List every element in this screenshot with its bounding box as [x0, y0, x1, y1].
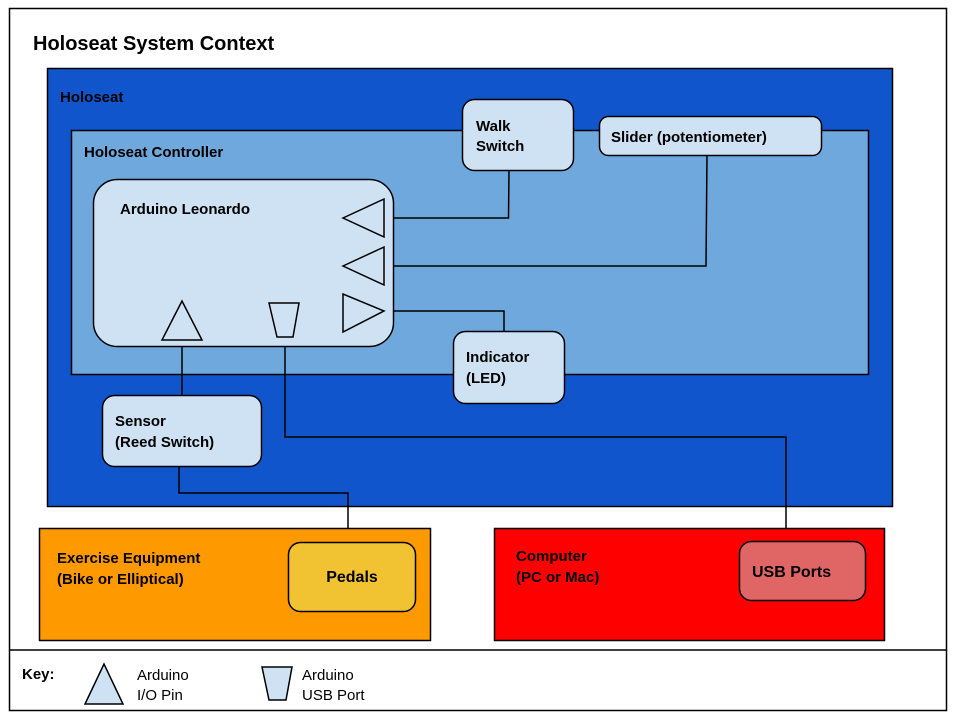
indicator-led[interactable] — [452, 330, 566, 405]
slider-connection — [384, 154, 708, 267]
arduino-pins — [160, 197, 386, 341]
computer-line2: (PC or Mac) — [516, 569, 599, 586]
arduino-label: Arduino Leonardo — [120, 201, 250, 218]
connections — [178, 154, 787, 542]
indicator-line1: Indicator — [466, 349, 530, 366]
io-pin-triangle-icon — [341, 245, 385, 287]
usb-port-trapezoid-icon — [268, 302, 300, 338]
io-pin-triangle-icon — [341, 197, 385, 239]
pedals[interactable] — [287, 541, 417, 613]
arduino-leonardo[interactable] — [92, 178, 395, 348]
walk-switch[interactable] — [461, 98, 575, 172]
controller-label: Holoseat Controller — [84, 144, 223, 161]
slider-label: Slider (potentiometer) — [611, 129, 767, 146]
key-usb-port-line1: Arduino — [302, 667, 354, 684]
walk-switch-line2: Switch — [476, 138, 524, 155]
usb-connection — [284, 337, 787, 541]
key-usb-port-line2: USB Port — [302, 687, 365, 704]
exercise-line2: (Bike or Elliptical) — [57, 571, 184, 588]
key-io-pin-line2: I/O Pin — [137, 687, 183, 704]
io-pin-triangle-icon — [160, 299, 204, 341]
sensor-reed-switch[interactable] — [101, 394, 263, 468]
sensor-line1: Sensor — [115, 413, 166, 430]
holoseat-label: Holoseat — [60, 89, 123, 106]
page-title: Holoseat System Context — [33, 33, 275, 55]
indicator-line2: (LED) — [466, 370, 506, 387]
key-label: Key: — [22, 666, 55, 683]
usb-ports[interactable] — [738, 540, 867, 602]
pedals-label: Pedals — [326, 569, 378, 586]
sensor-line2: (Reed Switch) — [115, 434, 214, 451]
walk-switch-line1: Walk — [476, 118, 511, 135]
key-trapezoid-icon — [261, 666, 293, 701]
pedals-connection — [178, 466, 349, 542]
key-triangle-icon — [83, 662, 125, 705]
computer-line1: Computer — [516, 548, 587, 565]
usb-ports-label: USB Ports — [752, 564, 831, 581]
indicator-connection — [384, 310, 505, 331]
io-pin-triangle-icon — [342, 292, 386, 334]
walk-switch-connection — [384, 169, 510, 219]
exercise-line1: Exercise Equipment — [57, 550, 200, 567]
slider-potentiometer[interactable] — [598, 115, 823, 157]
key-io-pin-line1: Arduino — [137, 667, 189, 684]
